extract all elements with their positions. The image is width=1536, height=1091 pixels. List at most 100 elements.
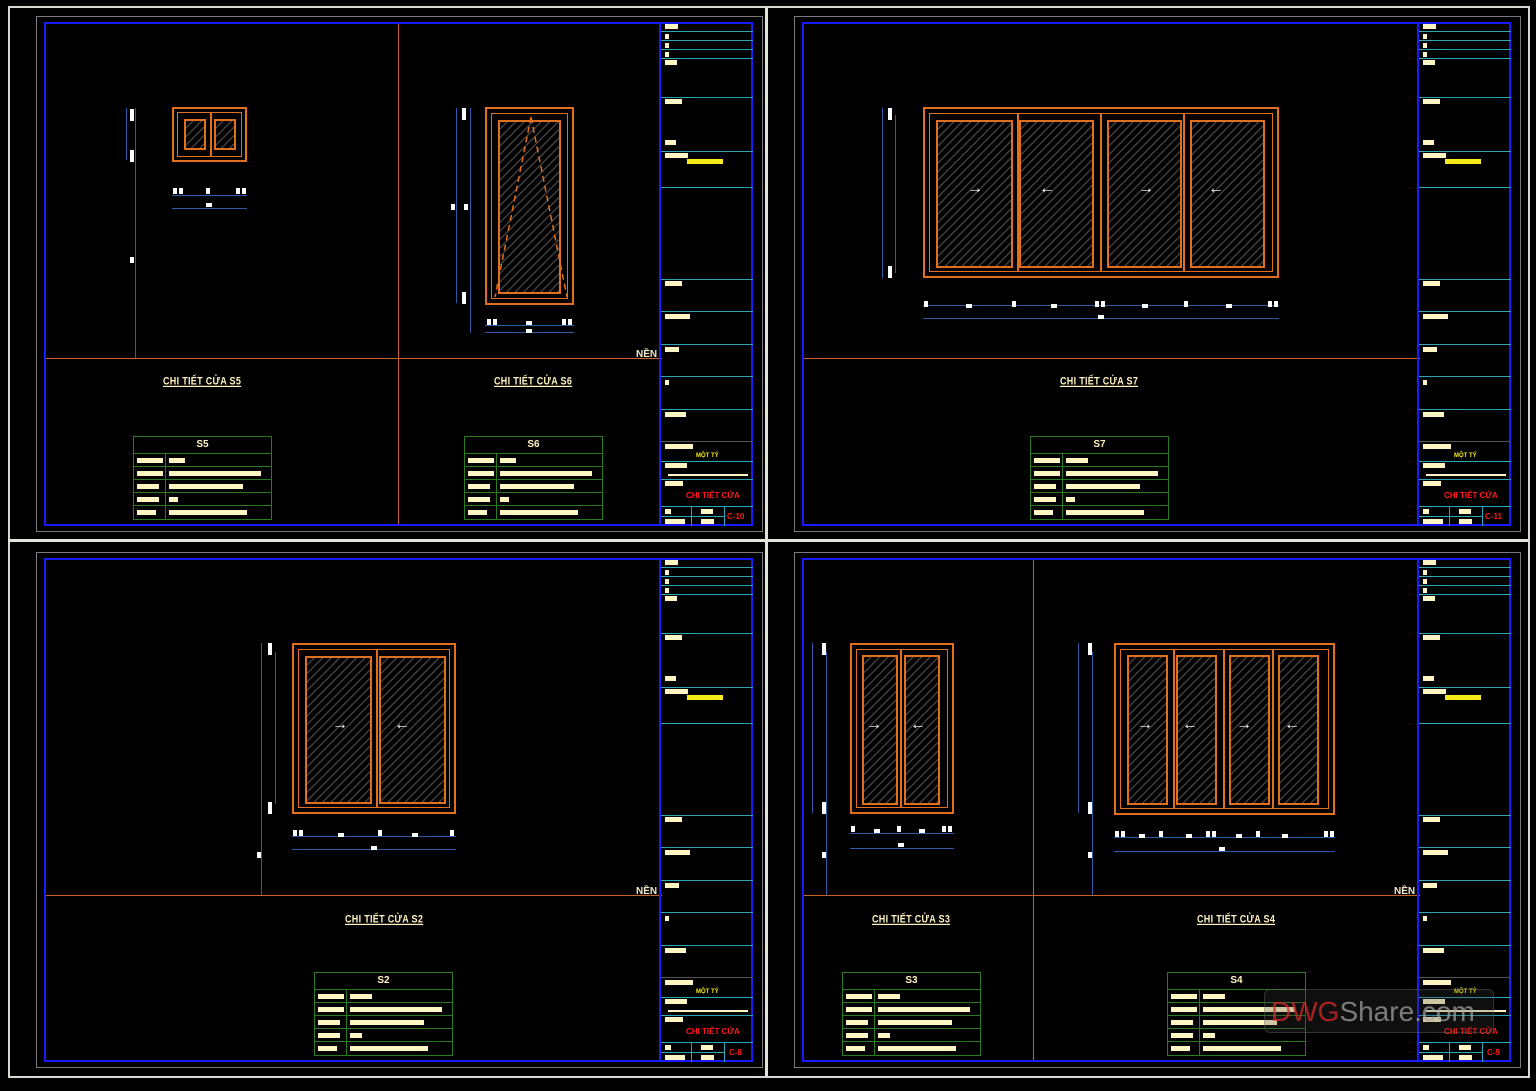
dimension-text [1159, 831, 1163, 837]
dimension-text [966, 304, 972, 308]
dimension-text [1219, 847, 1225, 851]
arrow-left-icon: ← [1208, 180, 1224, 197]
title-block: MỘT TỶ CHI TIẾT CỬA C-9 [1417, 558, 1511, 1062]
dimension-text [462, 298, 466, 304]
dimension-text [1206, 831, 1210, 837]
dimension-text [942, 826, 946, 832]
mullion [1183, 113, 1185, 272]
dimension-text [822, 802, 826, 808]
spec-table-title: S7 [1031, 437, 1168, 454]
floor-label: NỀN [636, 349, 658, 360]
sheet-bottom-left[interactable]: NỀN → ← CHI TIẾT CỬA S2 S2 [36, 552, 763, 1068]
dimension-text [1186, 834, 1192, 838]
spec-table-title: S2 [315, 973, 452, 990]
dimension-text [257, 852, 261, 858]
dimension-line-horizontal [485, 325, 574, 326]
floor-line [804, 895, 1420, 896]
glass-pane [1107, 120, 1182, 268]
title-block-drawing-title: CHI TIẾT CỬA [1444, 1027, 1498, 1036]
arrow-right-icon: → [332, 716, 348, 733]
drawing-caption-s4: CHI TIẾT CỬA S4 [1197, 913, 1276, 925]
dimension-line-vertical [895, 115, 896, 273]
dimension-text [130, 150, 134, 156]
dimension-text [1115, 831, 1119, 837]
sheet-frame [794, 16, 1521, 532]
dimension-text [1274, 301, 1278, 307]
arrow-right-icon: → [1137, 716, 1153, 733]
dimension-text [130, 257, 134, 263]
drawing-caption-s5: CHI TIẾT CỬA S5 [163, 375, 242, 387]
dimension-line-vertical [126, 108, 127, 160]
dimension-text [299, 830, 303, 836]
window-s4-frame[interactable]: → ← → ← [1114, 643, 1335, 815]
dimension-text [822, 852, 826, 858]
spec-table-s7: S7 [1030, 436, 1169, 520]
view-split-line [1033, 560, 1034, 1060]
sheet-divider-horizontal [8, 539, 1528, 542]
glass-pane [1127, 655, 1168, 805]
dimension-text [919, 829, 925, 833]
dimension-text [1095, 301, 1099, 307]
window-s3-frame[interactable]: → ← [850, 643, 954, 814]
arrow-right-icon: → [967, 180, 983, 197]
sheet-top-left[interactable]: NỀN CHI TIẾT CỬA S5 S5 [36, 16, 763, 532]
title-block-company: MỘT TỶ [1454, 453, 1477, 459]
dimension-line-vertical [826, 652, 827, 895]
arrow-left-icon: ← [1039, 180, 1055, 197]
arrow-left-icon: ← [1284, 716, 1300, 733]
sheet-bottom-right[interactable]: NỀN → ← → ← → ← [794, 552, 1521, 1068]
watermark-logo: DWGShare.com [1264, 989, 1494, 1033]
dimension-text [1121, 831, 1125, 837]
sheet-border [44, 558, 753, 1062]
drawing-caption-s3: CHI TIẾT CỬA S3 [872, 913, 951, 925]
dimension-text [1282, 834, 1288, 838]
floor-line [46, 358, 662, 359]
dimension-text [1324, 831, 1328, 837]
dimension-text [293, 830, 297, 836]
glass-pane [1019, 120, 1094, 268]
dimension-line-vertical [135, 108, 136, 358]
dimension-text [268, 643, 272, 649]
dimension-text [924, 301, 928, 307]
sheet-top-right[interactable]: → ← → ← CHI TIẾT CỬA S7 S7 [794, 16, 1521, 532]
dimension-text [487, 319, 491, 325]
glass-pane [498, 120, 561, 294]
arrow-left-icon: ← [394, 716, 410, 733]
glass-pane [1278, 655, 1319, 805]
mullion [900, 649, 902, 808]
dimension-text [412, 833, 418, 837]
sheet-frame [794, 552, 1521, 1068]
window-s5-frame[interactable] [172, 107, 247, 162]
dimension-text [851, 826, 855, 832]
mullion [376, 649, 378, 808]
dimension-text [1184, 301, 1188, 307]
sheet-frame [36, 552, 763, 1068]
glass-pane [904, 655, 940, 805]
window-s2-frame[interactable]: → ← [292, 643, 456, 814]
sheet-number: C-11 [1485, 512, 1502, 521]
dimension-text [1139, 834, 1145, 838]
window-s7-frame[interactable]: → ← → ← [923, 107, 1279, 278]
title-block: MỘT TỶ CHI TIẾT CỬA C-8 [659, 558, 753, 1062]
arrow-right-icon: → [1236, 716, 1252, 733]
window-s6-frame[interactable] [485, 107, 574, 305]
dimension-text [568, 319, 572, 325]
dimension-text [898, 843, 904, 847]
dimension-line-vertical [812, 643, 813, 813]
sheet-border [44, 22, 753, 526]
mullion [1272, 649, 1274, 809]
sheet-border [802, 22, 1511, 526]
dimension-line-vertical [275, 652, 276, 804]
dimension-text [130, 156, 134, 162]
dimension-text [371, 846, 377, 850]
title-block: MỘT TỶ CHI TIẾT CỬA C-10 [659, 22, 753, 526]
arrow-left-icon: ← [1182, 716, 1198, 733]
dimension-text [1142, 304, 1148, 308]
spec-table-s2: S2 [314, 972, 453, 1056]
dimension-text [888, 266, 892, 272]
watermark-dwg: DWG [1271, 996, 1340, 1027]
dimension-line-vertical [470, 108, 471, 333]
dimension-text [1256, 831, 1260, 837]
dimension-text [874, 829, 880, 833]
title-block-company: MỘT TỶ [696, 989, 719, 995]
